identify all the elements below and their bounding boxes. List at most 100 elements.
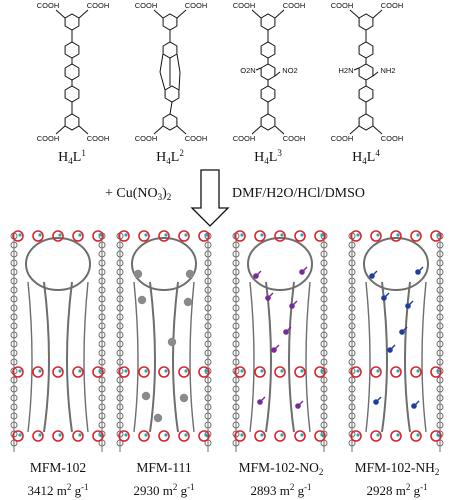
oxygen-atom xyxy=(158,230,170,242)
copper-atom xyxy=(38,369,42,373)
copper-atom xyxy=(240,433,244,437)
bond-line xyxy=(178,71,181,91)
oxygen-atom xyxy=(370,366,382,378)
oxygen-atom xyxy=(370,430,382,442)
oxygen-atom xyxy=(52,430,64,442)
copper-atom xyxy=(164,233,168,237)
copper-atom xyxy=(436,233,440,237)
strut-line xyxy=(172,281,179,433)
oxygen-atom xyxy=(32,430,44,442)
oxygen-atom xyxy=(118,366,130,378)
copper-atom xyxy=(98,233,102,237)
copper-atom xyxy=(436,433,440,437)
conditions-text: DMF/H2O/HCl/DMSO xyxy=(232,186,366,201)
oxygen-atom xyxy=(254,230,266,242)
copper-atom xyxy=(416,433,420,437)
ligand-label-4: H4L4 xyxy=(352,148,380,166)
oxygen-atom xyxy=(254,366,266,378)
framework-structure-3 xyxy=(232,230,328,452)
substituent-atom xyxy=(185,269,195,279)
strut-line xyxy=(189,281,195,433)
copper-atom xyxy=(416,369,420,373)
copper-atom xyxy=(18,369,22,373)
copper-atom xyxy=(124,369,128,373)
bond-line xyxy=(267,292,274,299)
oxygen-atom xyxy=(138,230,150,242)
bond-line xyxy=(274,71,281,77)
cooh-label: COOH xyxy=(185,1,208,10)
copper-atom xyxy=(376,433,380,437)
bond-line xyxy=(55,125,66,135)
copper-atom xyxy=(300,233,304,237)
bond-line xyxy=(55,9,66,19)
cooh-label: COOH xyxy=(87,1,110,10)
oxygen-atom xyxy=(198,366,210,378)
reaction-arrow-icon xyxy=(190,169,230,227)
cooh-label: COOH xyxy=(331,1,354,10)
copper-atom xyxy=(78,369,82,373)
copper-atom xyxy=(396,233,400,237)
bond-line xyxy=(407,300,414,307)
framework-area-1: 3412 m2 g-1 xyxy=(27,482,89,498)
copper-atom xyxy=(124,433,128,437)
oxygen-atom xyxy=(32,230,44,242)
amino-label: H2N xyxy=(338,66,353,75)
bond-line xyxy=(375,396,382,403)
oxygen-atom xyxy=(314,366,326,378)
oxygen-atom xyxy=(350,366,362,378)
bond-line xyxy=(349,9,360,19)
core-ring xyxy=(64,41,80,59)
framework-name-3: MFM-102-NO2 xyxy=(238,460,324,477)
copper-atom xyxy=(38,233,42,237)
cooh-label: COOH xyxy=(233,134,256,143)
core-ring xyxy=(260,85,276,103)
copper-atom xyxy=(98,433,102,437)
bond-line xyxy=(285,326,292,333)
bond-line xyxy=(372,9,383,19)
copper-atom xyxy=(260,369,264,373)
bond-line xyxy=(176,9,187,19)
cooh-label: COOH xyxy=(283,1,306,10)
strut-line xyxy=(288,281,295,433)
core-ring xyxy=(64,63,80,81)
cooh-label: COOH xyxy=(135,1,158,10)
cooh-label: COOH xyxy=(37,1,60,10)
oxygen-atom xyxy=(138,430,150,442)
copper-atom xyxy=(356,369,360,373)
bond-line xyxy=(413,400,420,407)
framework-area-2: 2930 m2 g-1 xyxy=(133,482,195,498)
framework-name-4: MFM-102-NH2 xyxy=(354,460,440,477)
copper-atom xyxy=(376,369,380,373)
oxygen-atom xyxy=(72,366,84,378)
copper-atom xyxy=(78,433,82,437)
copper-atom xyxy=(18,433,22,437)
oxygen-atom xyxy=(12,230,24,242)
framework-structures xyxy=(10,230,444,452)
copper-atom xyxy=(58,433,62,437)
core-ring xyxy=(164,85,180,103)
cooh-label: COOH xyxy=(37,134,60,143)
framework-area-3: 2893 m2 g-1 xyxy=(250,482,312,498)
cooh-label: COOH xyxy=(135,134,158,143)
framework-structure-2 xyxy=(116,230,212,452)
copper-atom xyxy=(260,433,264,437)
copper-atom xyxy=(356,433,360,437)
substituent-atom xyxy=(137,295,147,305)
core-ring xyxy=(162,41,178,59)
bond-line xyxy=(372,71,379,77)
oxygen-atom xyxy=(274,430,286,442)
strut-line xyxy=(43,281,50,433)
amino-label: NH2 xyxy=(380,66,395,75)
cage-outline xyxy=(131,237,197,291)
core-ring xyxy=(358,85,374,103)
cooh-label: COOH xyxy=(233,1,256,10)
oxygen-atom xyxy=(430,230,442,242)
copper-atom xyxy=(436,369,440,373)
oxygen-atom xyxy=(158,366,170,378)
oxygen-atom xyxy=(410,366,422,378)
oxygen-atom xyxy=(274,230,286,242)
bond-line xyxy=(251,125,262,135)
